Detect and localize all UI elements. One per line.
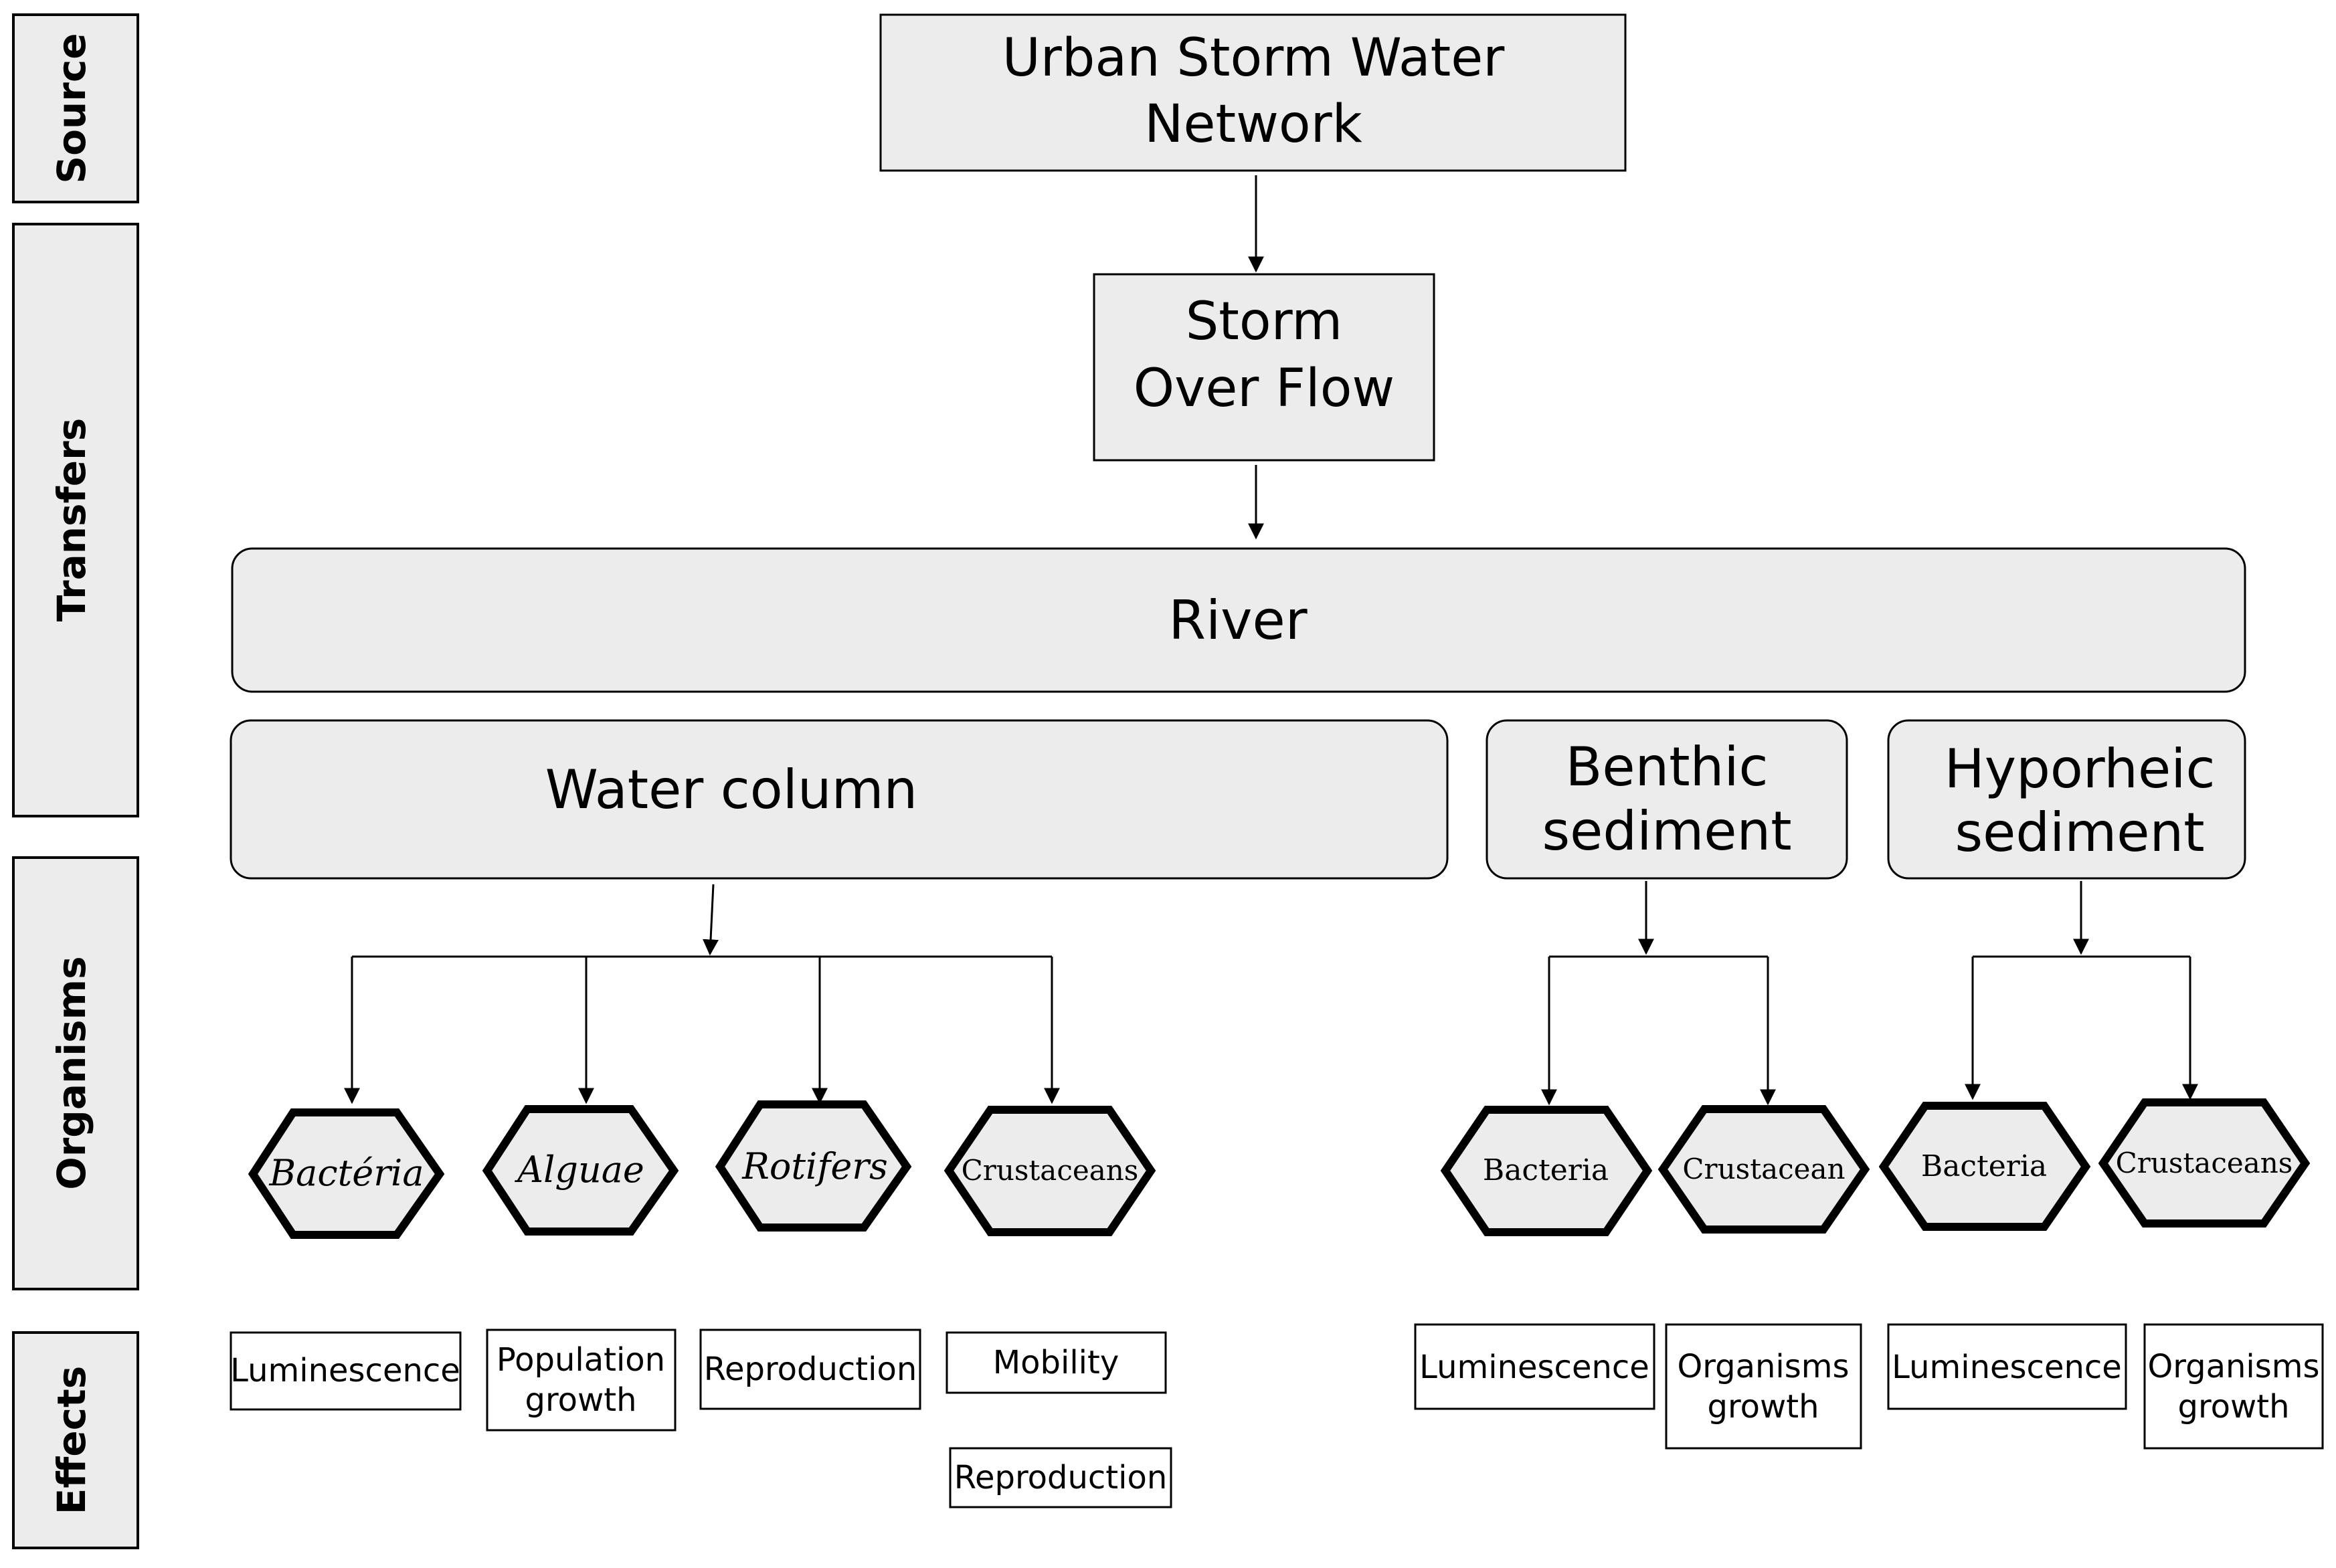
side-label-organisms: Organisms (49, 956, 94, 1189)
river-node: River (231, 547, 2246, 693)
storm-overflow-node: Storm Over Flow (1093, 273, 1435, 462)
effect-benthic-organisms-growth-label-line1: Organisms (1677, 1348, 1849, 1385)
side-label-source-box (12, 13, 139, 203)
hyporheic-sediment-node: Hyporheic sediment (1887, 719, 2246, 880)
hexagon-wc-rotifers-label: Rotifers (741, 1145, 888, 1187)
effect-hyporheic-luminescence: Luminescence (1887, 1323, 2127, 1410)
hyporheic-sediment-label-line1: Hyporheic (1945, 738, 2216, 800)
urban-storm-water-network-label-line2: Network (1144, 94, 1362, 155)
water-column-label: Water column (545, 759, 917, 821)
effect-wc-population-growth-label-line2: growth (525, 1381, 636, 1419)
side-label-organisms-box (12, 856, 139, 1290)
side-label-source: Source (49, 33, 94, 183)
side-label-source-group: Source (12, 13, 139, 203)
effect-wc-mobility-box (946, 1331, 1167, 1394)
water-column-node: Water column (230, 719, 1449, 880)
benthic-sediment-label-line1: Benthic (1565, 736, 1768, 798)
effect-wc-luminescence-label: Luminescence (230, 1352, 460, 1389)
hexagon-wc-algae-shape (482, 1105, 679, 1236)
storm-overflow-box (1093, 273, 1435, 462)
hexagon-benthic-crustacean: Crustacean (1657, 1105, 1870, 1234)
hexagon-wc-algae: Alguae (482, 1105, 679, 1236)
effect-benthic-organisms-growth: Organisms growth (1665, 1323, 1862, 1450)
side-label-effects: Effects (49, 1366, 94, 1515)
effect-wc-mobility: Mobility (946, 1331, 1167, 1394)
hexagon-wc-bacteria: Bactéria (248, 1108, 445, 1239)
side-label-organisms-group: Organisms (12, 856, 139, 1290)
hexagon-hyporheic-bacteria: Bacteria (1878, 1102, 2091, 1231)
effect-wc-luminescence-box (230, 1331, 462, 1411)
storm-overflow-label-line1: Storm (1186, 292, 1343, 352)
urban-storm-water-network-box (879, 13, 1627, 172)
hexagon-wc-crustaceans: Crustaceans (944, 1106, 1156, 1236)
effect-wc-reproduction-label: Reproduction (704, 1351, 917, 1388)
effect-benthic-luminescence-box (1414, 1323, 1655, 1410)
hyporheic-sediment-label-line2: sediment (1955, 801, 2204, 864)
effect-wc-reproduction-2-label: Reproduction (954, 1459, 1167, 1496)
effect-wc-reproduction-box (699, 1329, 921, 1410)
effect-wc-reproduction-2: Reproduction (949, 1447, 1172, 1508)
hexagon-wc-crustaceans-shape (944, 1106, 1156, 1236)
connectors-benthic (1541, 881, 1776, 1106)
effect-hyporheic-luminescence-label: Luminescence (1892, 1349, 2122, 1386)
effect-wc-reproduction-2-box (949, 1447, 1172, 1508)
hexagon-hyporheic-crustaceans: Crustaceans (2098, 1098, 2311, 1228)
urban-storm-water-network-label-line1: Urban Storm Water (1002, 28, 1505, 88)
effect-hyporheic-organisms-growth: Organisms growth (2143, 1323, 2324, 1450)
effect-benthic-luminescence-label: Luminescence (1419, 1349, 1649, 1386)
side-label-effects-box (12, 1331, 139, 1549)
hexagon-wc-algae-label: Alguae (514, 1149, 644, 1191)
hexagon-wc-bacteria-label: Bactéria (268, 1152, 424, 1194)
hexagon-benthic-bacteria-shape (1440, 1106, 1653, 1236)
connectors-hyporheic (1965, 881, 2198, 1100)
side-label-effects-group: Effects (12, 1331, 139, 1549)
hexagon-benthic-bacteria-label: Bacteria (1483, 1153, 1609, 1187)
urban-storm-water-network-node: Urban Storm Water Network (879, 13, 1627, 172)
effect-hyporheic-organisms-growth-label-line2: growth (2177, 1388, 2289, 1426)
effect-wc-population-growth-box (486, 1329, 677, 1432)
hexagon-benthic-crustacean-label: Crustacean (1682, 1153, 1845, 1185)
effect-wc-reproduction: Reproduction (699, 1329, 921, 1410)
hyporheic-sediment-box (1887, 719, 2246, 880)
arrow-water-column-down (703, 884, 719, 956)
river-box (231, 547, 2246, 693)
side-label-transfers: Transfers (49, 418, 94, 621)
connectors-water-column (344, 884, 1060, 1104)
side-label-transfers-group: Transfers (12, 223, 139, 817)
river-label: River (1168, 589, 1307, 652)
effect-wc-luminescence: Luminescence (230, 1331, 462, 1411)
effect-hyporheic-luminescence-box (1887, 1323, 2127, 1410)
effect-wc-mobility-label: Mobility (993, 1344, 1119, 1381)
hexagon-hyporheic-crustaceans-label: Crustaceans (2116, 1147, 2293, 1179)
hexagon-wc-bacteria-shape (248, 1108, 445, 1239)
effect-hyporheic-organisms-growth-box (2143, 1323, 2324, 1450)
hexagon-hyporheic-crustaceans-shape (2098, 1098, 2311, 1228)
effect-hyporheic-organisms-growth-label-line1: Organisms (2147, 1348, 2319, 1385)
effect-wc-population-growth: Population growth (486, 1329, 677, 1432)
hexagon-wc-rotifers-shape (715, 1100, 912, 1232)
benthic-sediment-label-line2: sediment (1542, 800, 1791, 862)
effect-benthic-organisms-growth-label-line2: growth (1707, 1388, 1819, 1426)
effect-wc-population-growth-label-line1: Population (497, 1341, 665, 1379)
hexagon-wc-rotifers: Rotifers (715, 1100, 912, 1232)
hexagon-wc-crustaceans-label: Crustaceans (962, 1154, 1139, 1187)
hexagon-hyporheic-bacteria-label: Bacteria (1921, 1149, 2047, 1183)
effect-benthic-luminescence: Luminescence (1414, 1323, 1655, 1410)
benthic-sediment-node: Benthic sediment (1486, 719, 1848, 880)
hexagon-benthic-bacteria: Bacteria (1440, 1106, 1653, 1236)
hexagon-benthic-crustacean-shape (1657, 1105, 1870, 1234)
effect-benthic-organisms-growth-box (1665, 1323, 1862, 1450)
side-label-transfers-box (12, 223, 139, 817)
storm-overflow-label-line2: Over Flow (1134, 359, 1395, 419)
hexagon-hyporheic-bacteria-shape (1878, 1102, 2091, 1231)
water-column-box (230, 719, 1449, 880)
benthic-sediment-box (1486, 719, 1848, 880)
